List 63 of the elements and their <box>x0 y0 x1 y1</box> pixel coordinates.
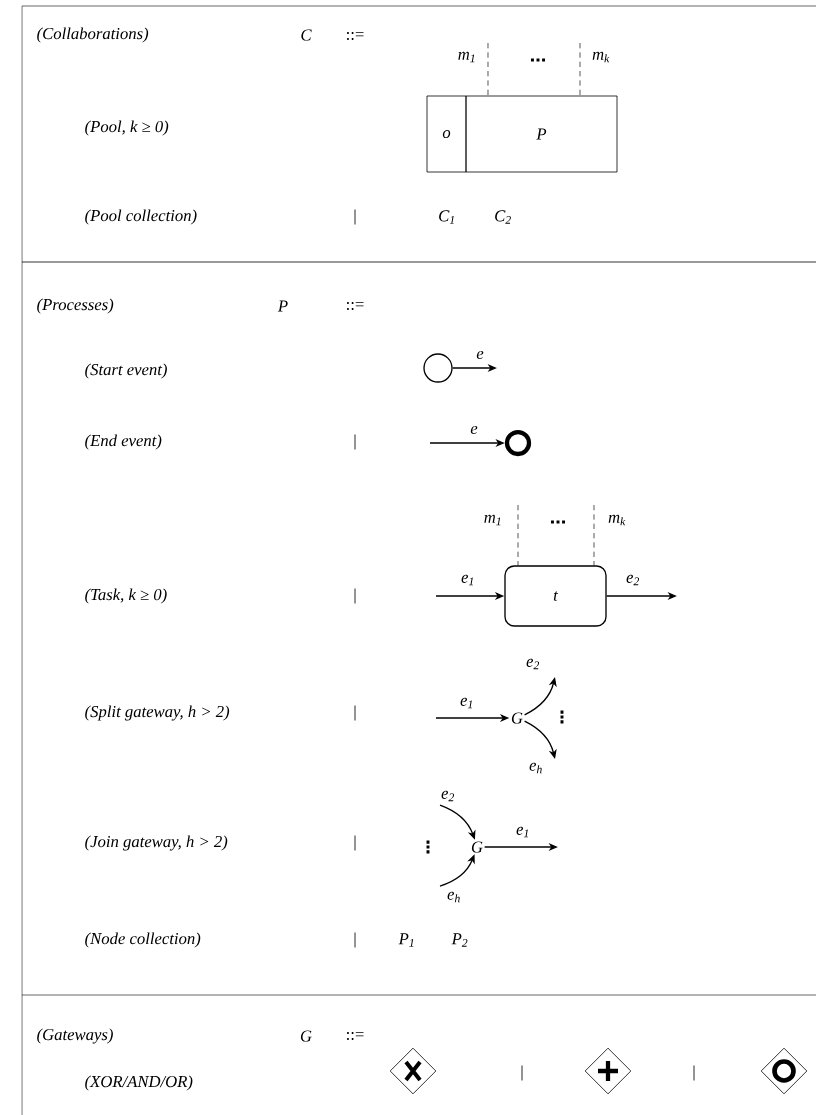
symbol: | <box>354 434 356 450</box>
ellipsis: ⋮ <box>560 710 564 724</box>
edge-label: m$_{1}$ <box>484 514 501 526</box>
xor-gateway-diamond <box>389 1047 437 1095</box>
category-label: (Collaborations) <box>37 27 149 43</box>
edge-label: m$_{1}$ <box>458 51 475 63</box>
edge-label: e <box>470 426 478 434</box>
symbol: C$_{1}$ <box>439 210 454 224</box>
edge-label: m$_{k}$ <box>608 514 626 526</box>
symbol: | <box>354 932 356 948</box>
message-line <box>487 42 489 96</box>
or-gateway-diamond <box>760 1047 808 1095</box>
edge-label: e$_{2}$ <box>441 790 455 802</box>
ellipsis: … <box>531 58 545 62</box>
message-line <box>517 504 519 566</box>
ellipsis: ⋮ <box>426 840 430 854</box>
symbol: | <box>354 209 356 225</box>
symbol: | <box>354 835 356 851</box>
edge-label: e$_{2}$ <box>526 658 540 670</box>
category-label: (Pool, k ≥ 0) <box>85 120 169 136</box>
ellipsis: … <box>551 520 565 524</box>
category-label: (End event) <box>85 434 162 450</box>
edge-label: e$_{1}$ <box>461 574 474 586</box>
symbol: | <box>354 588 356 604</box>
symbol: C$_{2}$ <box>495 210 511 224</box>
symbol: C <box>301 29 312 41</box>
symbol: | <box>354 705 356 721</box>
edge-label: e$_{1}$ <box>460 697 473 709</box>
symbol: ::= <box>347 32 364 41</box>
category-label: (Node collection) <box>85 932 201 948</box>
category-label: (Join gateway, h > 2) <box>85 835 228 851</box>
edge-label: e$_{1}$ <box>516 826 529 838</box>
start-event-circle <box>423 353 453 383</box>
symbol: P <box>277 300 288 312</box>
category-label: (Gateways) <box>37 1028 113 1044</box>
task-box: t <box>504 565 607 627</box>
message-line <box>579 42 581 96</box>
symbol: | <box>693 1065 695 1081</box>
symbol: G <box>300 1030 312 1042</box>
pool-box: P <box>465 95 618 173</box>
gateway-symbol: G <box>471 841 483 853</box>
edge-label: e$_{h}$ <box>529 762 542 774</box>
pool-lane-box: o <box>426 95 467 173</box>
and-gateway-diamond <box>584 1047 632 1095</box>
message-line <box>593 504 595 566</box>
category-label: (Split gateway, h > 2) <box>85 705 230 721</box>
edge-label: m$_{k}$ <box>592 51 610 63</box>
edge-label: e <box>476 351 484 359</box>
edge-label: e$_{h}$ <box>447 891 460 903</box>
category-label: (XOR/AND/OR) <box>85 1075 193 1091</box>
symbol: P$_{2}$ <box>451 933 468 947</box>
symbol: P$_{1}$ <box>398 933 414 947</box>
arrow <box>523 720 557 759</box>
symbol: | <box>521 1065 523 1081</box>
category-label: (Start event) <box>85 363 167 379</box>
category-label: (Processes) <box>37 298 114 314</box>
edge-label: e$_{2}$ <box>626 574 640 586</box>
symbol: ::= <box>347 302 364 311</box>
category-label: (Pool collection) <box>85 209 197 225</box>
category-label: (Task, k ≥ 0) <box>85 588 167 604</box>
end-event-circle <box>504 429 532 457</box>
symbol: ::= <box>347 1032 364 1041</box>
gateway-symbol: G <box>511 712 523 724</box>
